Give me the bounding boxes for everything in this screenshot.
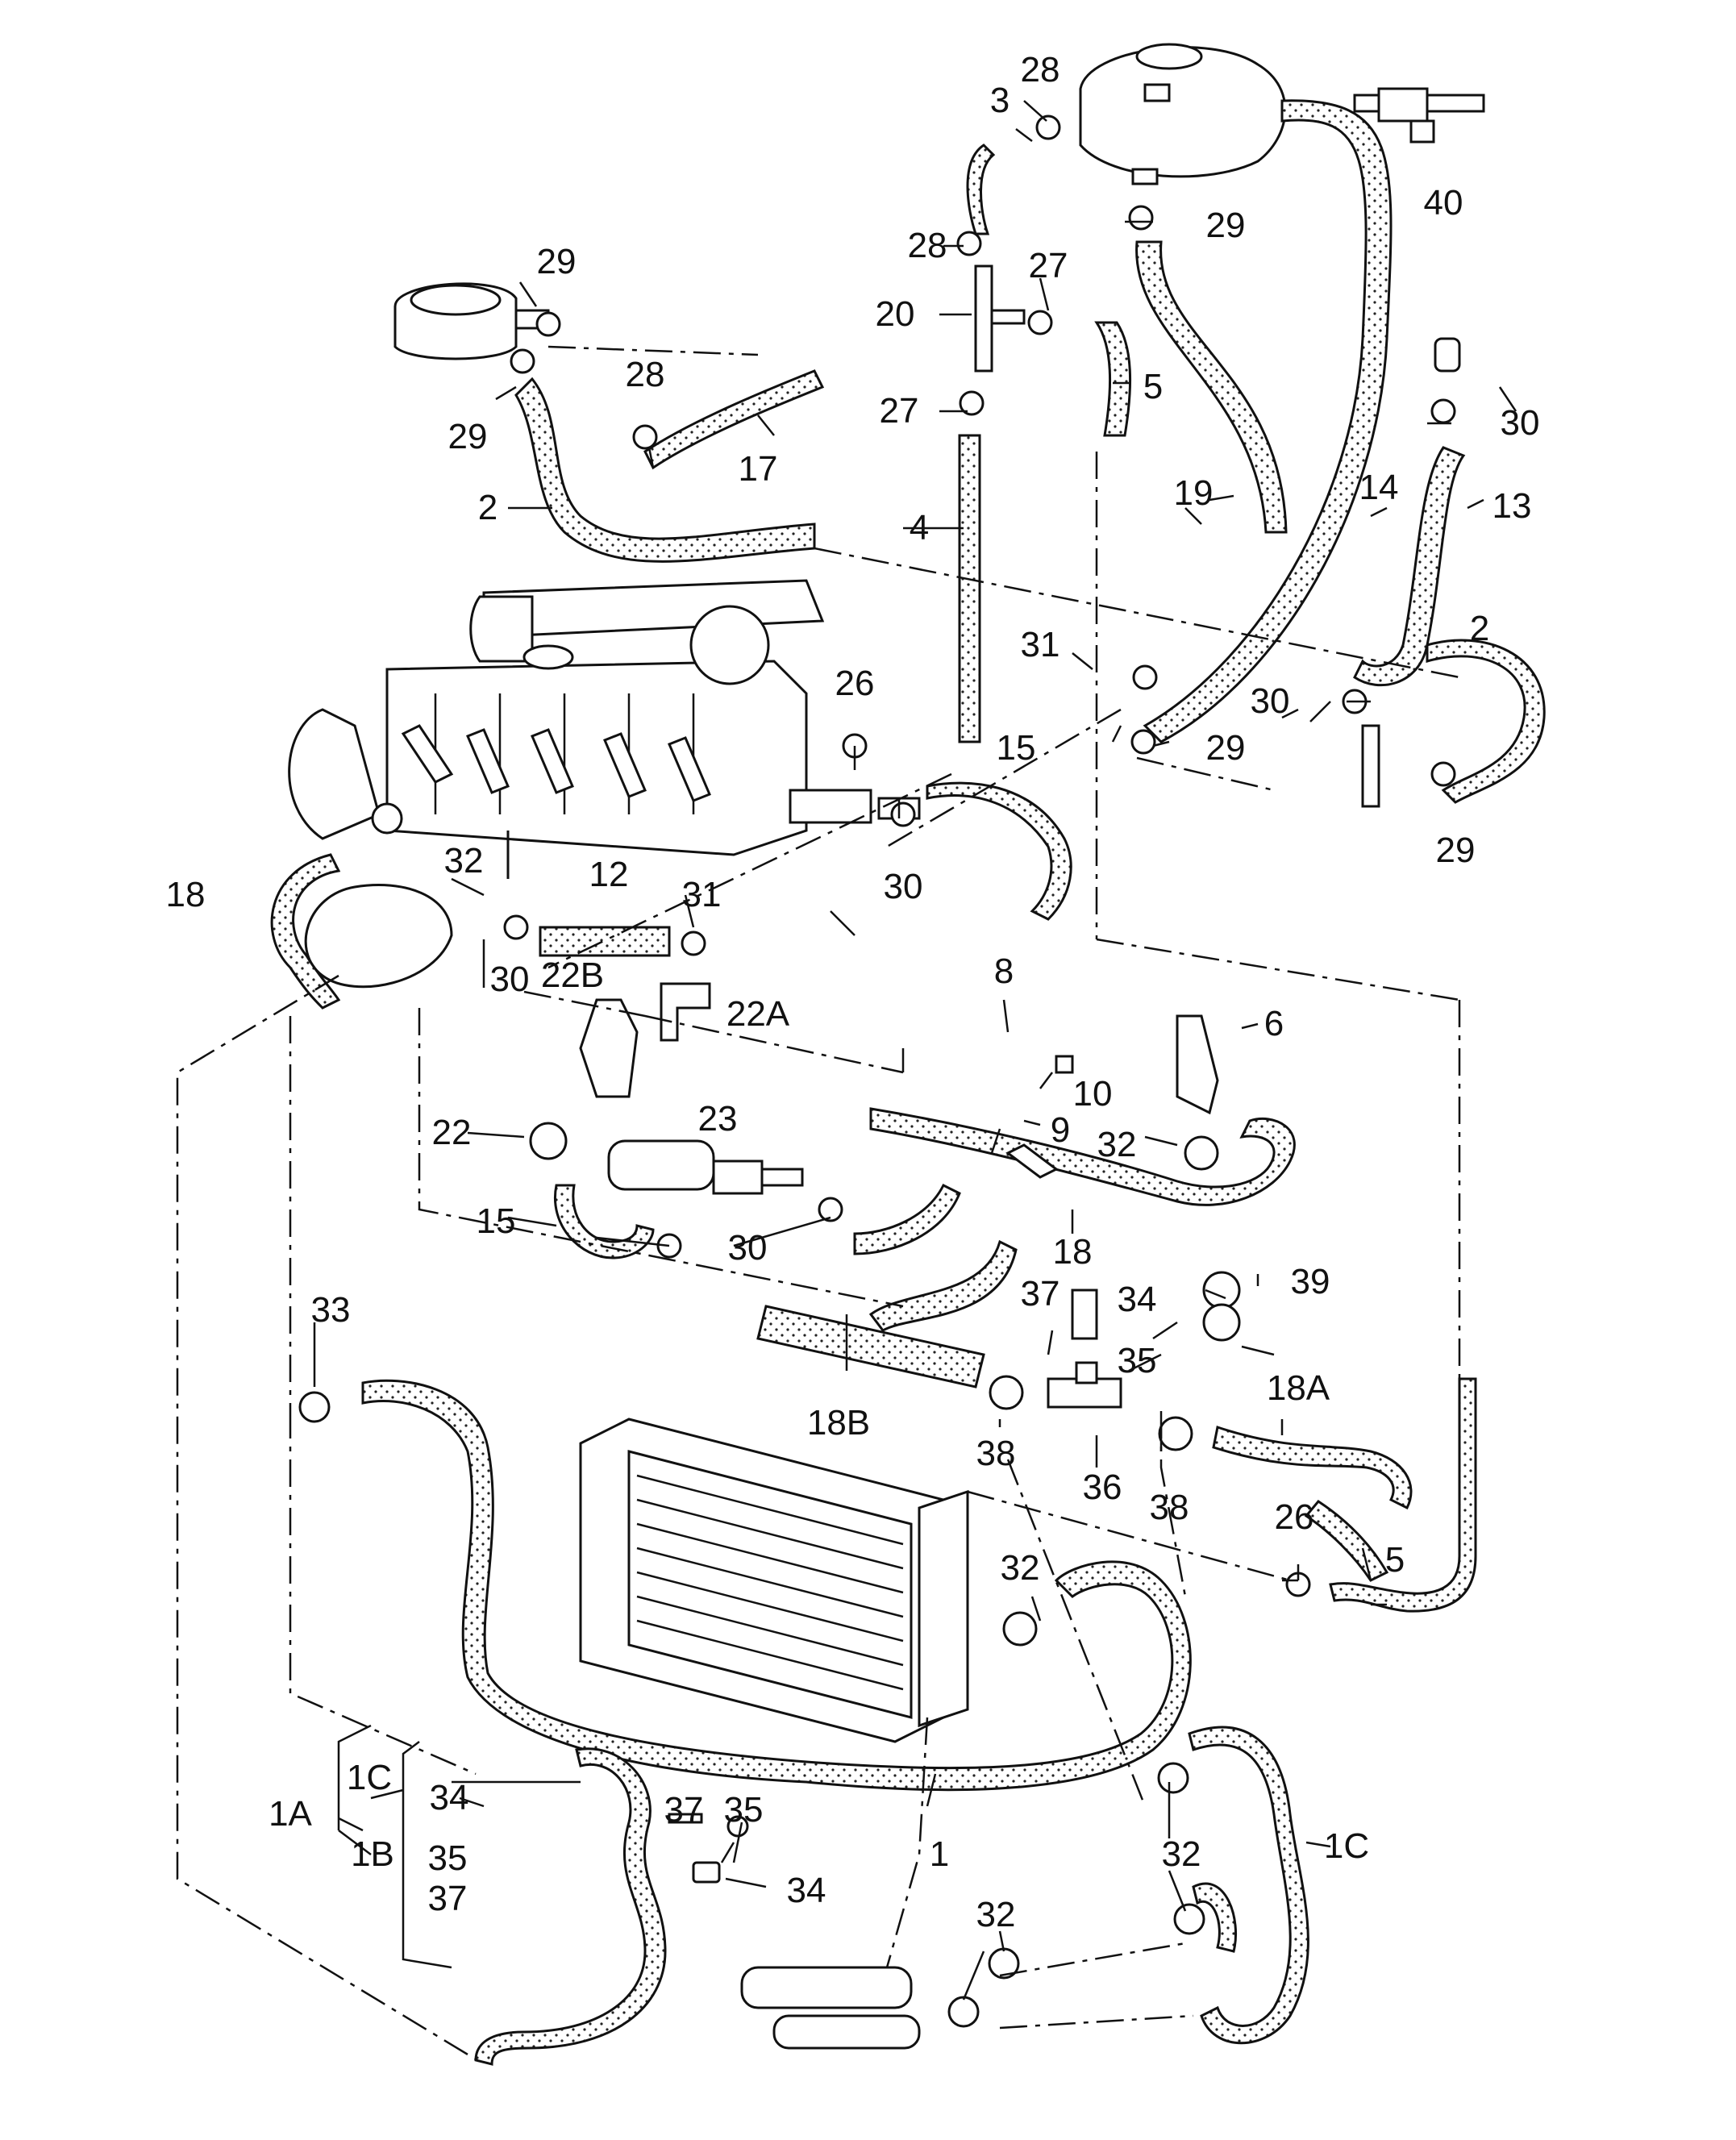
label-part-32-mid: 32 [1097, 1125, 1137, 1164]
label-part-14: 14 [1359, 468, 1399, 507]
label-part-5-top: 5 [1143, 367, 1164, 406]
label-part-30-right: 30 [1500, 403, 1540, 443]
label-part-18B: 18B [806, 1403, 871, 1443]
label-part-29-top-right: 29 [1205, 206, 1246, 245]
small-parts [579, 264, 1461, 1884]
label-part-38-b: 38 [1149, 1488, 1189, 1527]
coolant-valve [1353, 87, 1485, 144]
leader-lines [313, 100, 1517, 2001]
label-part-29-mid-right: 29 [1205, 728, 1246, 768]
label-part-30-mid: 30 [1250, 681, 1290, 721]
label-part-35-c: 35 [427, 1838, 468, 1878]
label-part-23: 23 [697, 1099, 738, 1139]
label-part-30-left: 30 [489, 960, 530, 999]
label-part-5-bottom: 5 [1384, 1540, 1405, 1580]
label-part-28-mid: 28 [907, 226, 947, 265]
auxiliary-pump [607, 1139, 804, 1195]
label-part-37-b: 37 [664, 1790, 704, 1830]
label-part-32-lower-right: 32 [1161, 1834, 1201, 1874]
label-part-34-a: 34 [1117, 1280, 1157, 1319]
label-part-28-top: 28 [1020, 50, 1060, 90]
label-part-33: 33 [310, 1290, 351, 1330]
label-part-9: 9 [1050, 1110, 1071, 1150]
label-part-27-a: 27 [1028, 246, 1068, 285]
label-part-30-center: 30 [883, 867, 923, 906]
label-part-18-mid: 18 [1052, 1232, 1093, 1272]
label-part-35-a: 35 [1117, 1341, 1157, 1380]
expansion-tank [1079, 43, 1287, 185]
label-part-28-left: 28 [625, 355, 665, 394]
radiator [579, 1418, 969, 1743]
label-part-19: 19 [1173, 473, 1214, 513]
label-part-1C-brace: 1C [346, 1758, 393, 1797]
label-part-29-right: 29 [1435, 831, 1476, 870]
clamps [298, 114, 1456, 2028]
label-part-39: 39 [1290, 1262, 1330, 1301]
label-part-38-a: 38 [976, 1434, 1016, 1473]
label-part-2-left: 2 [477, 488, 498, 527]
label-part-37-c: 37 [427, 1879, 468, 1918]
label-part-10: 10 [1072, 1074, 1113, 1114]
label-part-18-left: 18 [165, 875, 206, 914]
label-part-13: 13 [1492, 486, 1532, 526]
label-part-8: 8 [993, 951, 1014, 991]
label-part-1A: 1A [269, 1794, 312, 1834]
label-part-32-right: 32 [1000, 1548, 1040, 1588]
label-part-1B: 1B [351, 1834, 394, 1874]
small-reservoir [393, 282, 550, 360]
label-part-18A: 18A [1266, 1368, 1330, 1408]
engine-block [288, 579, 825, 989]
label-part-3: 3 [989, 81, 1010, 120]
label-part-29-left: 29 [448, 417, 488, 456]
label-part-32-bottom-left: 32 [976, 1895, 1016, 1934]
label-part-40: 40 [1423, 183, 1463, 223]
label-part-20: 20 [875, 294, 915, 334]
water-pipe-assembly [740, 1966, 921, 2050]
guide-lines [176, 345, 1461, 2066]
label-part-6: 6 [1263, 1004, 1284, 1043]
label-part-27-b: 27 [879, 391, 919, 431]
label-part-1C: 1C [1323, 1826, 1370, 1866]
label-part-36: 36 [1082, 1468, 1122, 1507]
label-part-32-left: 32 [443, 841, 484, 881]
label-part-12: 12 [589, 855, 629, 894]
label-part-31-b: 31 [681, 875, 722, 914]
label-part-15-mid: 15 [476, 1201, 516, 1241]
label-part-17: 17 [738, 449, 778, 489]
label-part-26-top: 26 [835, 664, 875, 703]
label-part-37-a: 37 [1020, 1274, 1060, 1314]
label-part-4: 4 [909, 508, 930, 547]
label-part-26-bottom: 26 [1274, 1497, 1314, 1537]
label-part-22: 22 [431, 1113, 472, 1152]
label-part-1: 1 [929, 1834, 950, 1874]
label-part-30-bottom: 30 [727, 1228, 768, 1268]
label-part-29-top-left: 29 [536, 242, 577, 281]
label-part-34-b: 34 [429, 1778, 469, 1817]
label-part-35-b: 35 [723, 1790, 764, 1830]
hoses [270, 99, 1546, 2066]
label-part-22B: 22B [540, 956, 605, 995]
label-part-22A: 22A [726, 994, 790, 1034]
label-part-15-top: 15 [996, 728, 1036, 768]
label-part-2-right: 2 [1469, 609, 1490, 648]
label-part-34-c: 34 [786, 1871, 826, 1910]
label-part-31-a: 31 [1020, 625, 1060, 664]
